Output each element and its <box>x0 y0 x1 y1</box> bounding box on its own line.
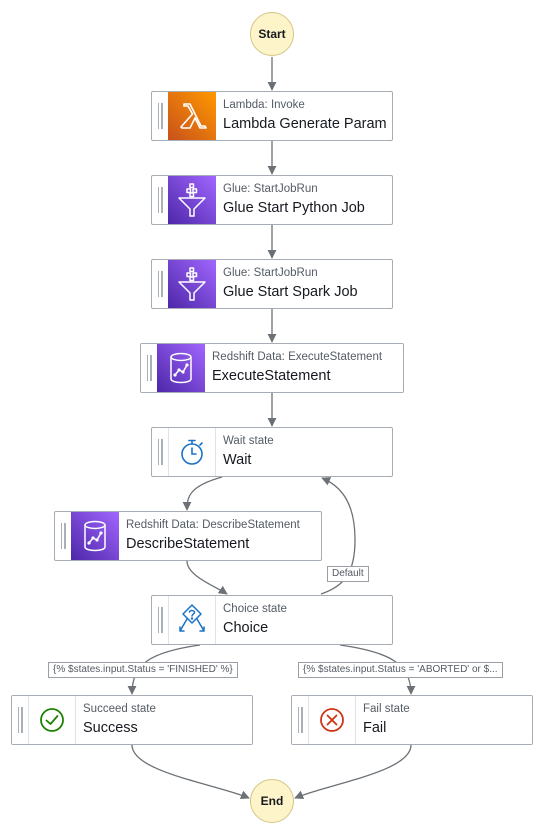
redshift-icon <box>157 344 205 392</box>
state-type-label: Glue: StartJobRun <box>223 183 318 195</box>
edge-wait-describe <box>182 476 223 511</box>
start-label: Start <box>258 27 286 41</box>
state-lambda-generate-param[interactable]: Lambda: Invoke Lambda Generate Param <box>151 91 393 141</box>
state-name: ExecuteStatement <box>212 368 331 384</box>
state-name: Glue Start Python Job <box>223 200 365 216</box>
drag-handle[interactable] <box>152 92 168 140</box>
state-type-label: Glue: StartJobRun <box>223 267 318 279</box>
edge-success-end <box>131 744 250 800</box>
x-circle-icon <box>309 696 355 744</box>
drag-handle[interactable] <box>152 260 168 308</box>
state-name: Lambda Generate Param <box>223 116 387 132</box>
state-type-label: Redshift Data: DescribeStatement <box>126 519 300 531</box>
drag-handle[interactable] <box>292 696 308 744</box>
state-name: Fail <box>363 720 387 736</box>
edge-choice-success <box>127 644 201 695</box>
stopwatch-icon <box>169 428 215 476</box>
state-name: Success <box>83 720 138 736</box>
start-node[interactable]: Start <box>250 12 294 56</box>
end-label: End <box>260 794 284 808</box>
state-type-label: Wait state <box>223 435 274 447</box>
edge-choice-fail <box>339 644 416 695</box>
state-describe-statement[interactable]: Redshift Data: DescribeStatement Describ… <box>54 511 322 561</box>
redshift-icon <box>71 512 119 560</box>
choice-icon <box>169 596 215 644</box>
end-node[interactable]: End <box>250 779 294 823</box>
state-wait[interactable]: Wait state Wait <box>151 427 393 477</box>
drag-handle[interactable] <box>152 176 168 224</box>
state-name: DescribeStatement <box>126 536 250 552</box>
edge-label-default[interactable]: Default <box>327 566 369 582</box>
state-name: Glue Start Spark Job <box>223 284 358 300</box>
edge-fail-end <box>294 744 412 799</box>
state-type-label: Lambda: Invoke <box>223 99 305 111</box>
state-name: Choice <box>223 620 269 636</box>
edge-describe-choice <box>186 560 228 595</box>
drag-handle[interactable] <box>12 696 28 744</box>
state-type-label: Redshift Data: ExecuteStatement <box>212 351 383 363</box>
state-type-label: Fail state <box>363 703 410 715</box>
state-glue-start-spark-job[interactable]: Glue: StartJobRun Glue Start Spark Job <box>151 259 393 309</box>
edge-label-finished[interactable]: {% $states.input.Status = 'FINISHED' %} <box>48 662 238 678</box>
glue-icon <box>168 260 216 308</box>
edge-choice-default-wait <box>320 477 356 595</box>
state-name: Wait <box>223 452 252 468</box>
drag-handle[interactable] <box>152 596 168 644</box>
glue-icon <box>168 176 216 224</box>
edge-label-aborted[interactable]: {% $states.input.Status = 'ABORTED' or $… <box>298 662 503 678</box>
state-glue-start-python-job[interactable]: Glue: StartJobRun Glue Start Python Job <box>151 175 393 225</box>
state-success[interactable]: Succeed state Success <box>11 695 253 745</box>
drag-handle[interactable] <box>141 344 157 392</box>
state-choice[interactable]: Choice state Choice <box>151 595 393 645</box>
state-type-label: Succeed state <box>83 703 156 715</box>
state-type-label: Choice state <box>223 603 287 615</box>
lambda-icon <box>168 92 216 140</box>
state-fail[interactable]: Fail state Fail <box>291 695 533 745</box>
drag-handle[interactable] <box>55 512 71 560</box>
state-execute-statement[interactable]: Redshift Data: ExecuteStatement ExecuteS… <box>140 343 404 393</box>
drag-handle[interactable] <box>152 428 168 476</box>
check-circle-icon <box>29 696 75 744</box>
